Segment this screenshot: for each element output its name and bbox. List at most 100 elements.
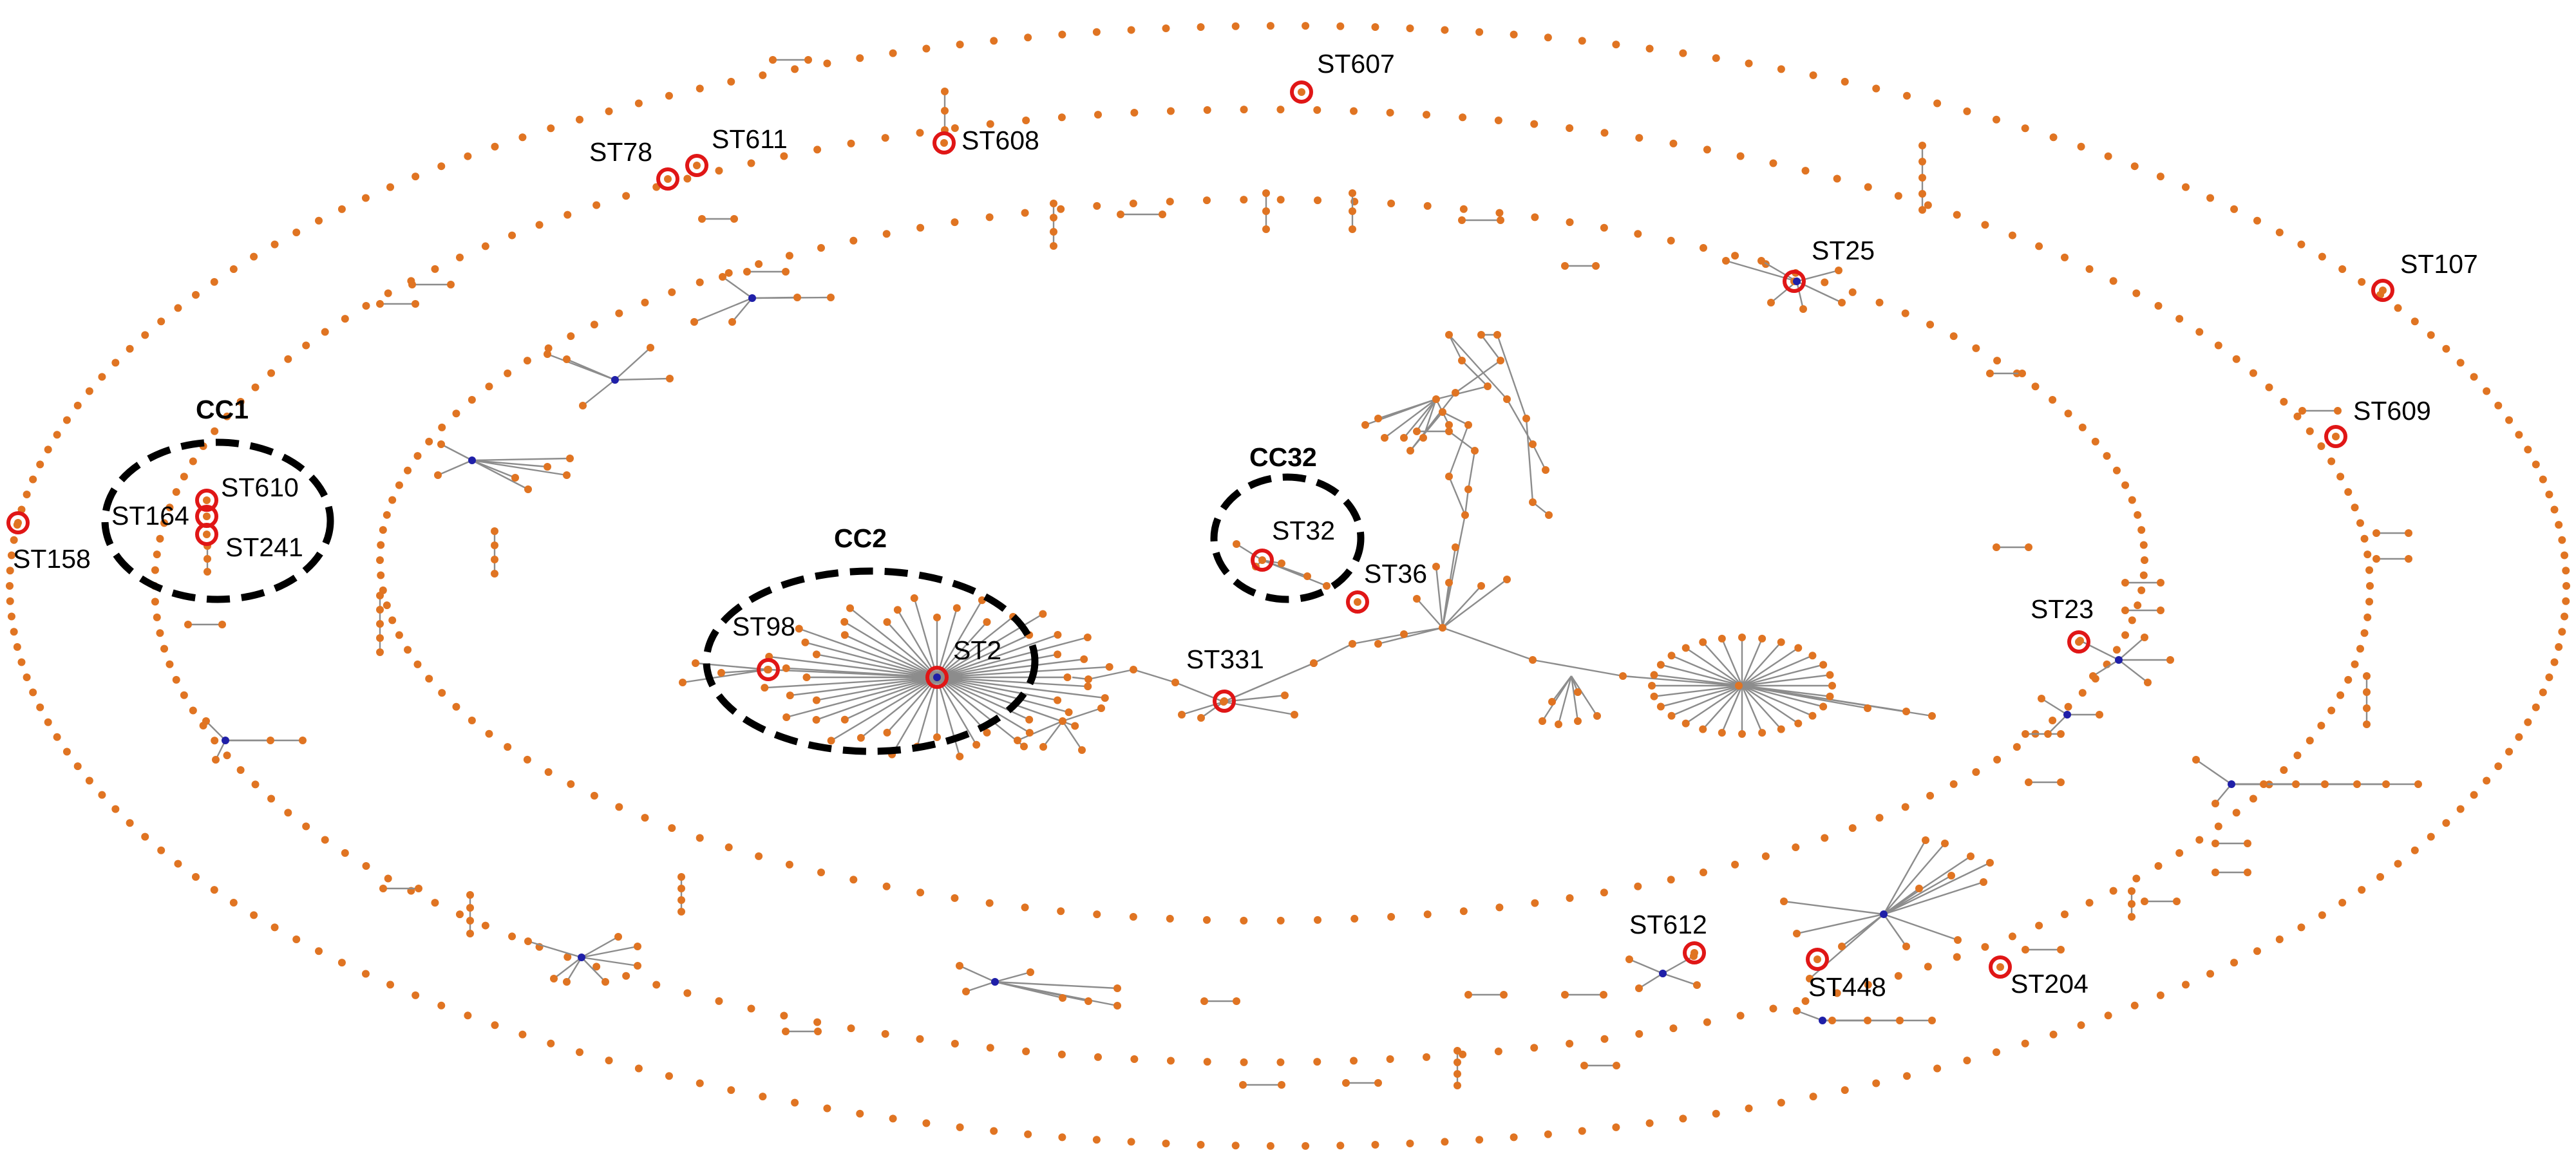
singleton-node	[1669, 1024, 1678, 1033]
st-node	[1928, 1017, 1936, 1024]
st-node	[1947, 872, 1955, 879]
singleton-node	[1406, 1140, 1414, 1148]
singleton-node	[2427, 331, 2435, 339]
singleton-node	[665, 1072, 673, 1080]
singleton-node	[2109, 887, 2117, 895]
singleton-node	[1566, 218, 1574, 227]
network-edge	[844, 621, 938, 679]
singleton-node	[1494, 117, 1502, 125]
network-edge	[1796, 913, 1884, 935]
singleton-node	[1162, 24, 1170, 32]
network-edge	[1236, 543, 1263, 561]
st-node	[1699, 638, 1707, 646]
singleton-node	[780, 152, 788, 160]
founder-node	[2063, 711, 2071, 719]
singleton-node	[413, 452, 422, 460]
st-node	[1922, 836, 1929, 844]
st-node	[1452, 543, 1459, 551]
singleton-node	[2344, 675, 2353, 684]
st-node	[2128, 900, 2136, 908]
singleton-node	[377, 571, 385, 579]
singleton-node	[2275, 935, 2284, 944]
founder-nodes	[222, 277, 2235, 1024]
singleton-node	[2358, 277, 2366, 286]
st-node	[2353, 780, 2361, 788]
singleton-node	[2035, 242, 2043, 250]
singleton-node	[956, 1123, 964, 1131]
singleton-node	[590, 791, 598, 800]
singleton-node	[2103, 452, 2111, 460]
st-node	[761, 684, 769, 692]
network-edge	[936, 676, 1088, 688]
st-node	[2372, 529, 2380, 537]
network-edge	[2047, 714, 2068, 735]
st612-label: ST612	[1629, 910, 1707, 939]
network-edge	[2118, 637, 2145, 661]
founder-node	[1793, 277, 1801, 285]
singleton-node	[2134, 511, 2142, 519]
singleton-node	[53, 733, 61, 741]
singleton-node	[153, 550, 161, 559]
st-node	[1310, 659, 1318, 667]
singleton-node	[1700, 868, 1707, 876]
st-node	[1445, 579, 1453, 587]
singleton-node	[2265, 383, 2273, 391]
network-edge	[799, 628, 938, 679]
singleton-node	[1864, 183, 1872, 191]
st-node	[941, 107, 949, 115]
singleton-node	[615, 309, 623, 317]
st-node	[679, 679, 687, 686]
st-node	[1105, 663, 1113, 671]
singleton-node	[605, 107, 613, 115]
st-node	[2192, 756, 2200, 764]
network-edge	[936, 613, 1043, 679]
singleton-node	[2008, 231, 2016, 240]
singleton-node	[2253, 216, 2261, 225]
singleton-node	[504, 369, 512, 377]
st-node	[677, 885, 685, 892]
singleton-node	[156, 534, 164, 543]
network-edge	[936, 608, 958, 678]
st609-label: ST609	[2353, 396, 2431, 426]
st-node	[1722, 257, 1730, 265]
singleton-node	[1423, 1053, 1431, 1061]
singleton-node	[791, 1098, 799, 1107]
cc2-label: CC2	[834, 523, 887, 553]
singleton-node	[151, 597, 159, 606]
st611-label: ST611	[712, 124, 788, 154]
st-node	[1808, 652, 1817, 660]
singleton-node	[1021, 903, 1029, 912]
st-node	[2128, 913, 2136, 921]
singleton-node	[2061, 253, 2069, 261]
singleton-node	[1530, 120, 1539, 128]
singleton-node	[1745, 1104, 1753, 1113]
network-edge	[936, 676, 1058, 701]
network-edge	[581, 945, 638, 959]
network-edge	[1654, 684, 1743, 697]
st-node	[376, 648, 384, 656]
st-node	[1497, 357, 1504, 364]
singleton-node	[1423, 910, 1432, 919]
singleton-node	[1350, 1057, 1358, 1065]
singleton-node	[388, 496, 397, 504]
st-node	[1101, 694, 1109, 702]
singleton-node	[592, 963, 601, 971]
network-edge	[1416, 598, 1443, 628]
singleton-node	[567, 780, 575, 788]
st-node	[1039, 610, 1047, 618]
singleton-node	[315, 947, 323, 955]
st-node	[956, 962, 963, 970]
singleton-node	[2230, 959, 2239, 967]
st-node	[1592, 262, 1600, 270]
singleton-node	[2562, 597, 2570, 605]
singleton-node	[1963, 1057, 1971, 1065]
st-node	[579, 402, 587, 409]
st-node	[184, 621, 192, 628]
singleton-node	[2154, 861, 2163, 870]
network-edge	[1883, 881, 1984, 916]
singleton-node	[1667, 876, 1675, 884]
singleton-node	[2112, 466, 2121, 475]
network-edge	[1442, 585, 1482, 628]
singleton-node	[2351, 503, 2359, 512]
st-node	[1445, 331, 1453, 339]
